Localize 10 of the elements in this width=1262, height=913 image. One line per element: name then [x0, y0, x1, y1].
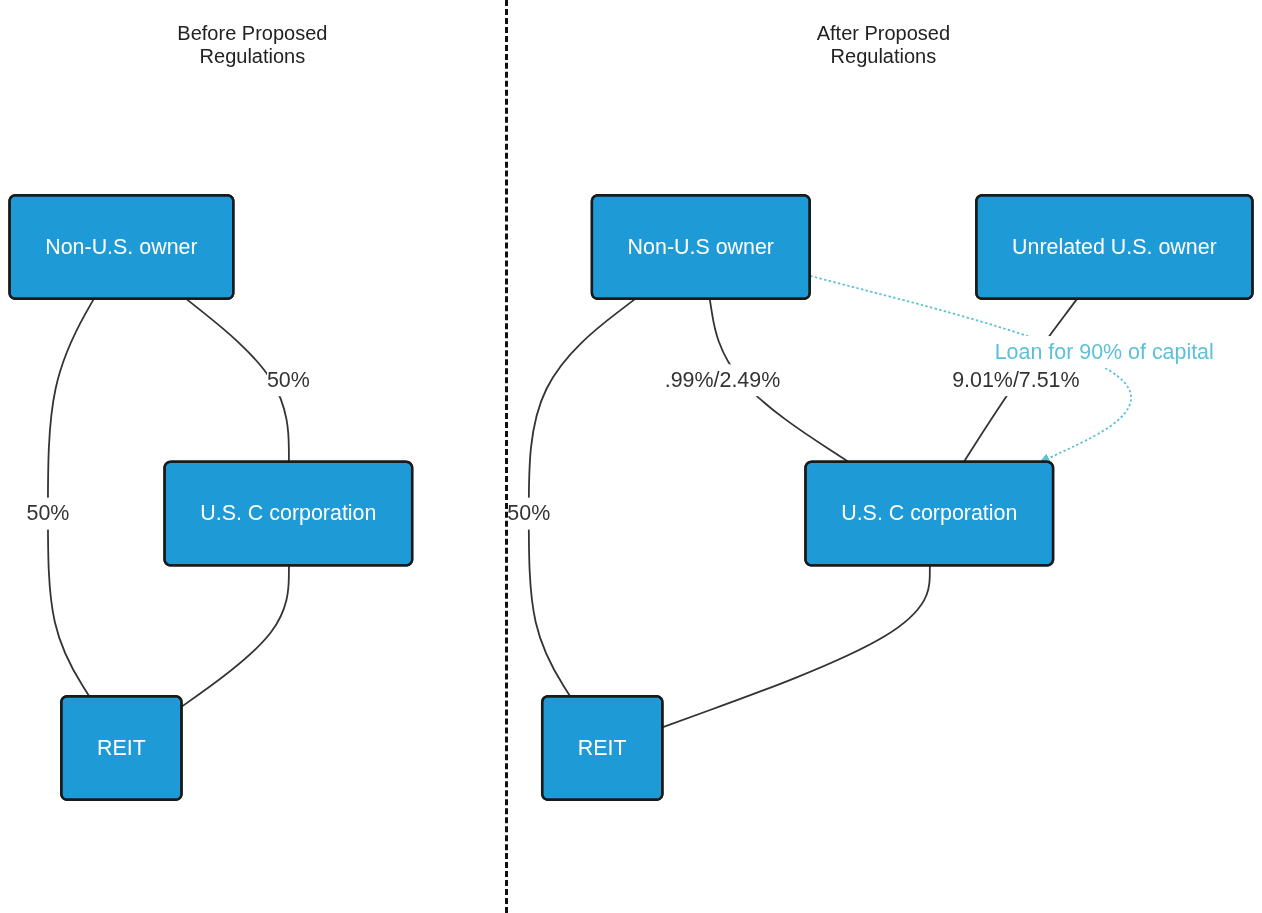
edge-label: 50%	[266, 367, 310, 392]
section-heading: After Proposed Regulations	[815, 22, 952, 68]
edge-label: 50%	[26, 501, 70, 525]
connector	[181, 565, 290, 708]
edge-label: 50%	[507, 501, 551, 525]
edge-label: 9.01%/7.51%	[952, 367, 1080, 392]
edge-label: .99%/2.49%	[664, 367, 781, 392]
connector	[662, 565, 931, 728]
edge-label: Loan for 90% of capital	[994, 339, 1214, 364]
section-heading: Before Proposed Regulations	[176, 22, 329, 68]
